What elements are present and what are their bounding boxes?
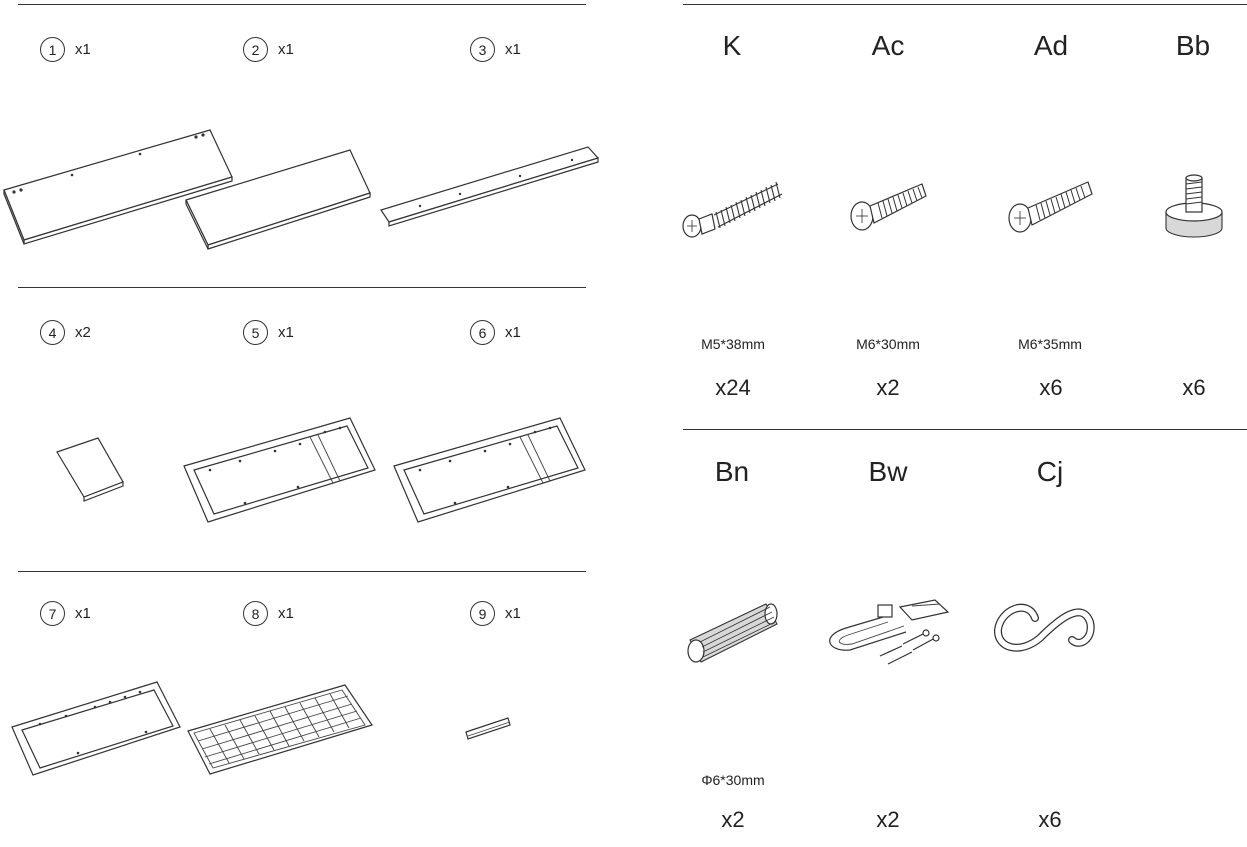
part-number-badge: 8 xyxy=(243,601,268,626)
hardware-code-bw: Bw xyxy=(868,456,908,487)
divider-row3-left xyxy=(18,571,586,572)
leveling-foot-icon xyxy=(1165,174,1223,238)
cam-bolt-icon xyxy=(682,181,783,238)
anti-tip-kit-icon xyxy=(829,599,950,665)
hardware-code-k: K xyxy=(722,30,742,61)
part-3-label: 3 x1 xyxy=(470,37,521,62)
part-quantity: x1 xyxy=(278,324,294,341)
hardware-code-bn: Bn xyxy=(714,456,750,487)
hardware-qty-bw: x2 xyxy=(876,807,900,832)
hardware-qty-cj: x6 xyxy=(1038,807,1062,832)
hardware-qty-bn: x2 xyxy=(721,807,745,832)
panel-shelf-icon xyxy=(185,149,371,250)
part-9-label: 9 x1 xyxy=(470,601,521,626)
panel-small-icon xyxy=(56,437,124,502)
screw-icon xyxy=(850,183,927,231)
hardware-code-ac: Ac xyxy=(871,30,905,61)
part-quantity: x1 xyxy=(505,324,521,341)
wooden-dowel-icon xyxy=(687,603,778,663)
hardware-code-bb: Bb xyxy=(1175,30,1211,61)
part-quantity: x1 xyxy=(75,605,91,622)
divider-top-left xyxy=(18,4,586,5)
panel-back-icon xyxy=(3,129,233,245)
wire-grid-shelf-icon xyxy=(187,684,373,775)
part-quantity: x1 xyxy=(278,605,294,622)
part-7-label: 7 x1 xyxy=(40,601,91,626)
hardware-code-cj: Cj xyxy=(1036,456,1064,487)
hardware-size-k: M5*38mm xyxy=(701,336,765,352)
small-bar-icon xyxy=(465,717,511,740)
part-quantity: x1 xyxy=(505,41,521,58)
divider-top-right xyxy=(683,4,1247,5)
divider-mid-right xyxy=(683,429,1247,430)
hardware-qty-ac: x2 xyxy=(876,375,900,400)
s-hook-icon xyxy=(994,603,1095,652)
part-quantity: x1 xyxy=(505,605,521,622)
hardware-qty-bb: x6 xyxy=(1182,375,1206,400)
part-quantity: x1 xyxy=(278,41,294,58)
part-number-badge: 9 xyxy=(470,601,495,626)
part-8-label: 8 x1 xyxy=(243,601,294,626)
hardware-size-ad: M6*35mm xyxy=(1018,336,1082,352)
part-number-badge: 4 xyxy=(40,320,65,345)
rail-long-icon xyxy=(380,146,600,227)
part-6-label: 6 x1 xyxy=(470,320,521,345)
part-number-badge: 3 xyxy=(470,37,495,62)
part-quantity: x2 xyxy=(75,324,91,341)
part-number-badge: 1 xyxy=(40,37,65,62)
part-4-label: 4 x2 xyxy=(40,320,91,345)
hardware-size-bn: Φ6*30mm xyxy=(701,772,765,788)
hardware-qty-ad: x6 xyxy=(1039,375,1063,400)
screw-icon xyxy=(1008,181,1093,233)
part-number-badge: 5 xyxy=(243,320,268,345)
part-1-label: 1 x1 xyxy=(40,37,91,62)
hardware-size-ac: M6*30mm xyxy=(856,336,920,352)
frame-panel-icon xyxy=(183,417,376,523)
hardware-qty-k: x24 xyxy=(715,375,751,400)
frame-panel-icon xyxy=(11,681,181,776)
divider-row2-left xyxy=(18,287,586,288)
part-2-label: 2 x1 xyxy=(243,37,294,62)
part-quantity: x1 xyxy=(75,41,91,58)
hardware-code-ad: Ad xyxy=(1033,30,1069,61)
frame-panel-icon xyxy=(393,417,586,523)
part-number-badge: 7 xyxy=(40,601,65,626)
part-number-badge: 6 xyxy=(470,320,495,345)
part-5-label: 5 x1 xyxy=(243,320,294,345)
part-number-badge: 2 xyxy=(243,37,268,62)
